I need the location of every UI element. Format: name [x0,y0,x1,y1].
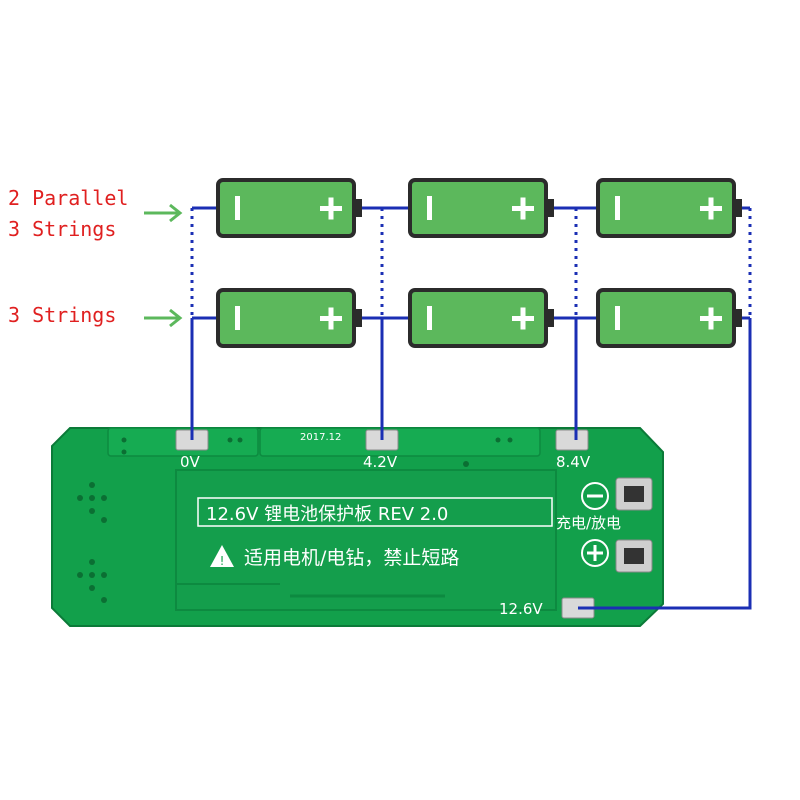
minus-circle-icon [581,482,609,510]
pad-label-12-6v: 12.6V [499,600,543,618]
battery-plus-terminal [700,307,722,330]
svg-text:!: ! [220,554,225,568]
battery-icon [216,178,362,238]
label-3-strings: 3 Strings [8,303,116,327]
plus-circle-icon [581,539,609,567]
right-arrow-icon [144,203,183,223]
battery-minus-terminal [235,306,240,330]
battery-icon [216,288,362,348]
battery-icon [596,288,742,348]
parallel-links [190,208,752,318]
right-arrow-icon [144,308,183,328]
battery-minus-terminal [427,306,432,330]
battery-plus-terminal [320,197,342,220]
battery-minus-terminal [615,196,620,220]
battery-minus-terminal [427,196,432,220]
charge-discharge-label: 充电/放电 [556,514,621,532]
board-title: 12.6V 锂电池保护板 REV 2.0 [206,504,448,525]
title-frame [197,497,553,527]
battery-plus-terminal [700,197,722,220]
battery-icon [408,178,554,238]
battery-plus-terminal [512,197,534,220]
battery-plus-terminal [320,307,342,330]
label-3-strings-top: 3 Strings [8,217,116,241]
battery-plus-terminal [512,307,534,330]
battery-icon [596,178,742,238]
pad-label-8-4v: 8.4V [556,453,591,471]
battery-minus-terminal [235,196,240,220]
pad-label-4-2v: 4.2V [363,453,398,471]
protection-board [51,427,664,627]
date-code: 2017.12 [300,432,341,443]
warning-icon: ! [210,545,234,568]
battery-icon [408,288,554,348]
label-2-parallel: 2 Parallel [8,186,128,210]
warning-text: 适用电机/电钻，禁止短路 [244,547,459,569]
pad-label-0v: 0V [180,453,201,471]
battery-minus-terminal [615,306,620,330]
